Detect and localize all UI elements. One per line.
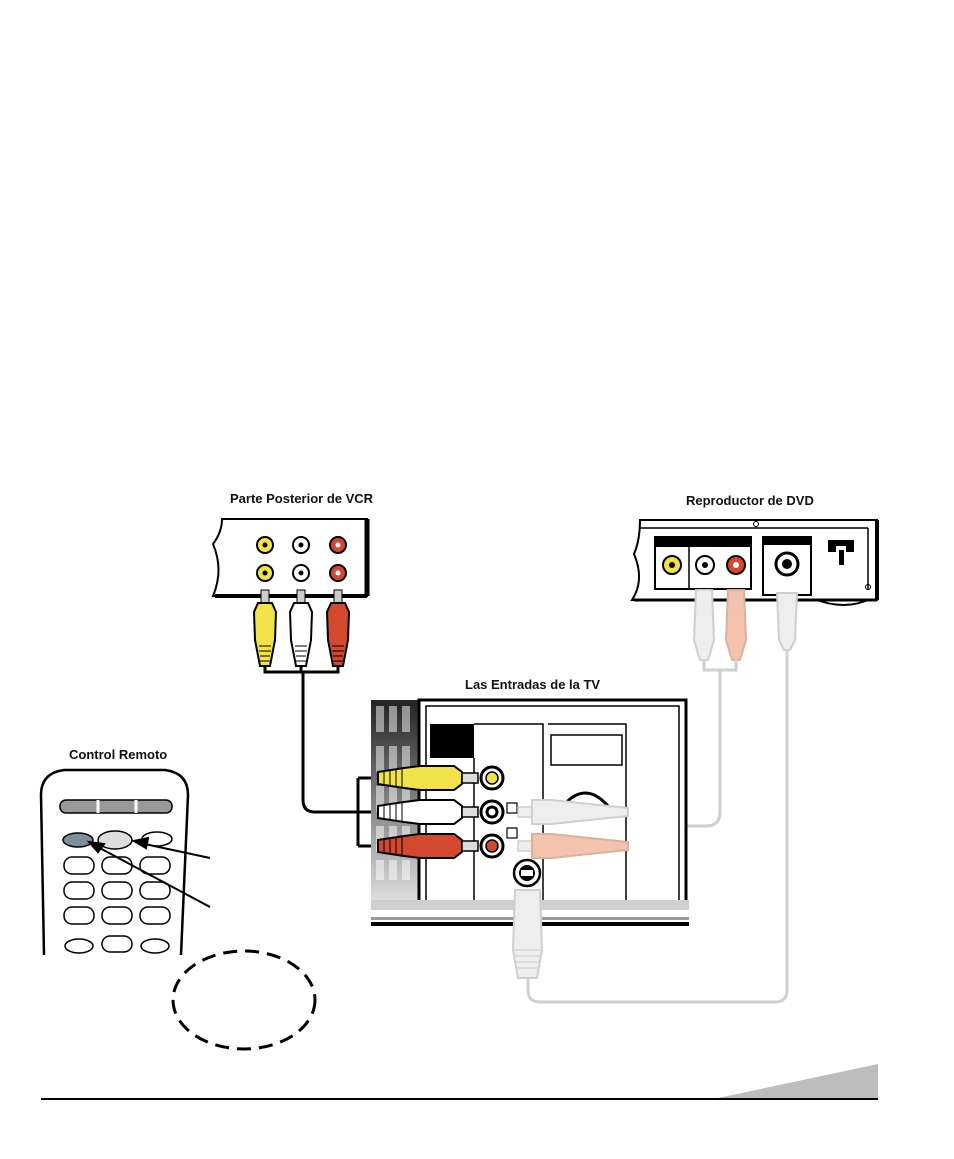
tv-label: Las Entradas de la TV	[465, 677, 601, 692]
vcr-to-tv-cable	[263, 666, 378, 848]
dvd-player	[630, 519, 879, 606]
vcr-cable-plugs	[252, 589, 351, 667]
vcr-label: Parte Posterior de VCR	[230, 491, 374, 506]
arrow-icon	[86, 836, 211, 908]
rca-jack-icon	[479, 799, 505, 825]
page-footer	[41, 1064, 878, 1100]
rca-jack-icon	[256, 564, 274, 582]
remote-control	[39, 768, 190, 956]
svideo-jack-icon	[512, 858, 542, 888]
rca-jack-icon	[292, 536, 310, 554]
rca-jack-icon	[479, 765, 505, 791]
dvd-label: Reproductor de DVD	[686, 493, 814, 508]
dashed-oval	[171, 949, 317, 1051]
rca-jack-icon	[695, 555, 715, 575]
remote-label: Control Remoto	[69, 747, 168, 762]
power-socket-icon	[828, 540, 854, 565]
rca-jack-icon	[479, 833, 505, 859]
dvd-to-tv-cables	[526, 650, 789, 1004]
vcr-back-panel	[211, 518, 370, 598]
rca-jack-icon	[329, 536, 347, 554]
dvd-cable-plugs	[692, 589, 799, 661]
rca-jack-icon	[662, 555, 682, 575]
rca-jack-icon	[292, 564, 310, 582]
rca-jack-icon	[256, 536, 274, 554]
dvd-plugs-in-tv	[511, 799, 629, 979]
rca-jack-icon	[329, 564, 347, 582]
vcr-plugs-in-tv	[377, 765, 479, 859]
rca-jack-icon	[726, 555, 746, 575]
svideo-jack-icon	[774, 551, 800, 577]
